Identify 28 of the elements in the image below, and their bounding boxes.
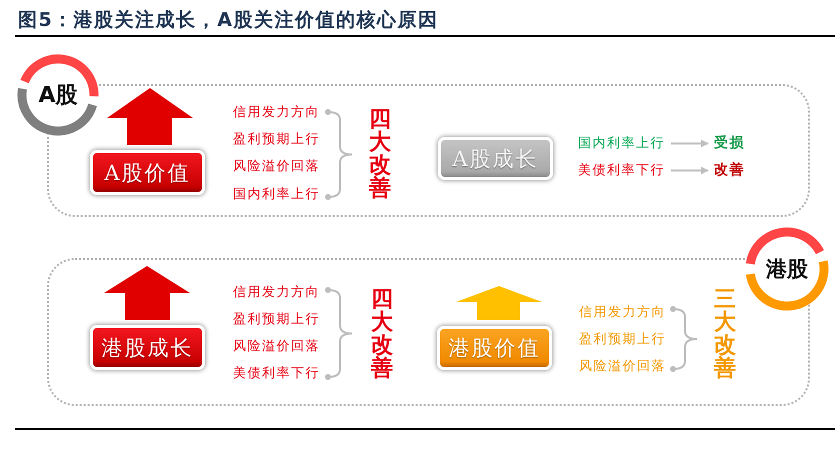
badge-text: 港股 — [766, 255, 808, 283]
summary-label: 三大改善 — [713, 288, 737, 380]
factor-label: 盈利预期上行 — [233, 131, 320, 149]
effect-label: 改善 — [714, 161, 745, 179]
category-box: 港股成长 — [90, 325, 205, 370]
factor-label: 盈利预期上行 — [233, 311, 320, 329]
factor-label: 信用发力方向 — [233, 284, 320, 302]
factor-label: 盈利预期上行 — [579, 331, 666, 349]
summary-label: 四大改善 — [370, 288, 394, 380]
rate-label: 国内利率上行 — [578, 135, 665, 153]
category-box: A股价值 — [90, 150, 205, 195]
arrow — [671, 140, 709, 148]
category-box: A股成长 — [438, 137, 553, 180]
rate-label: 美债利率下行 — [578, 162, 665, 180]
effect-label: 受损 — [714, 134, 745, 152]
factor-label: 美债利率下行 — [233, 365, 320, 383]
factor-label: 信用发力方向 — [233, 104, 320, 122]
factor-label: 风险溢价回落 — [233, 158, 320, 176]
factor-label: 国内利率上行 — [233, 186, 320, 204]
factor-label: 风险溢价回落 — [233, 338, 320, 356]
arrow — [671, 166, 709, 174]
badge-text: A股 — [38, 82, 78, 110]
summary-label: 四大改善 — [368, 108, 392, 200]
category-box: 港股价值 — [437, 326, 552, 370]
dotted-panel — [47, 258, 810, 406]
factor-label: 风险溢价回落 — [579, 358, 666, 376]
figure-title: 图5：港股关注成长，A股关注价值的核心原因 — [18, 8, 438, 33]
factor-label: 信用发力方向 — [579, 304, 666, 322]
